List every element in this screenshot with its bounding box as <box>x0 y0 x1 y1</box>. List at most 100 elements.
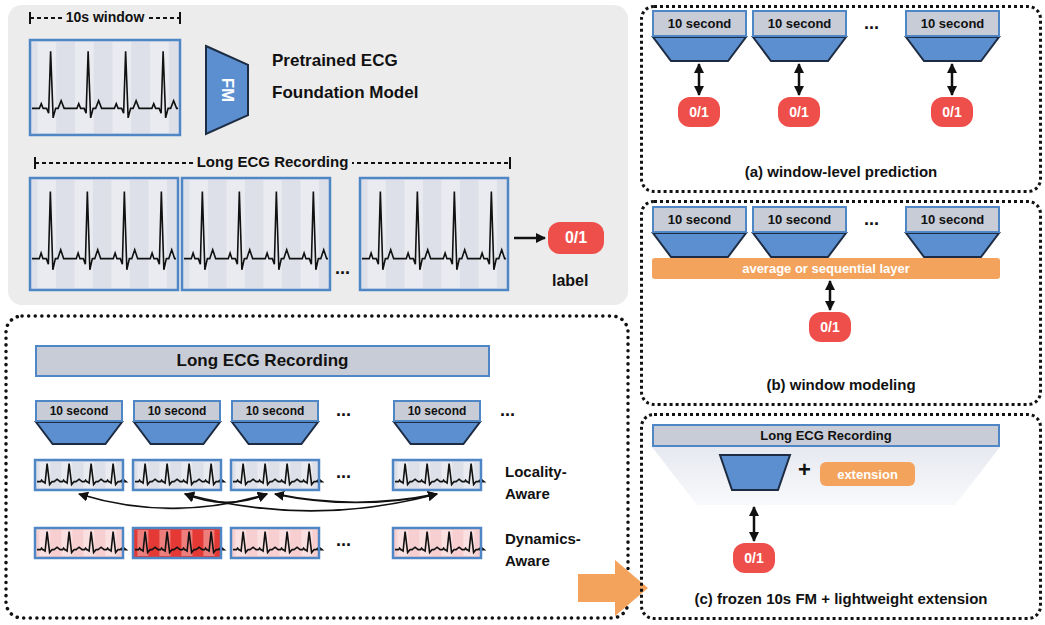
extension-box: extension <box>820 462 915 486</box>
ecg-window <box>35 528 126 558</box>
funnel-shape <box>652 447 1000 505</box>
encoder-trapezoid <box>720 455 790 490</box>
variant-panel: (b) window modeling 10 second 10 second 10 … <box>640 200 1042 406</box>
node-text: 10 second <box>768 212 832 227</box>
window-encoder: 10 second <box>905 10 1000 62</box>
dependency-arc <box>185 494 437 511</box>
double-arrow <box>951 64 954 95</box>
annotation: ... <box>335 258 350 278</box>
annotation: label <box>552 272 588 289</box>
node-text: 10 second <box>246 404 305 418</box>
label-holder: Long ECG Recording <box>35 153 510 170</box>
node-text: FM <box>217 78 237 103</box>
label-pill: 0/1 <box>778 97 820 127</box>
overview-panel <box>8 5 628 305</box>
variant-panel: (a) window-level prediction 10 second 10 s… <box>640 5 1042 193</box>
annotation: ... <box>336 462 351 482</box>
node-text: extension <box>837 467 898 482</box>
label-holder: Locality-Aware <box>505 461 595 505</box>
node-text: 0/1 <box>820 319 839 335</box>
ecg-window <box>133 460 224 490</box>
label-holder: label <box>552 272 588 290</box>
window-box: 10 second <box>393 400 481 422</box>
ecg-window <box>30 40 180 135</box>
window-box: 10 second <box>905 206 1000 233</box>
foundation-model: FM <box>205 45 249 135</box>
window-box: 10 second <box>905 10 1000 37</box>
node-text: 0/1 <box>789 104 808 120</box>
annotation: ... <box>336 400 351 420</box>
node-text: 10 second <box>50 404 109 418</box>
window-encoder: 10 second <box>652 10 747 62</box>
ecg-window <box>133 528 224 558</box>
node-text: 0/1 <box>942 104 961 120</box>
node-text: + <box>798 457 811 483</box>
window-box: 10 second <box>652 10 747 37</box>
encoder-trapezoid <box>906 233 999 257</box>
label-pill: 0/1 <box>733 543 775 573</box>
annotation: ... <box>864 13 879 33</box>
window-box: 10 second <box>652 206 747 233</box>
ecg-window <box>393 528 484 558</box>
annotation: ... <box>500 400 515 420</box>
window-encoder: 10 second <box>752 206 847 258</box>
annotation: Long ECG Recording <box>193 153 353 170</box>
node-text: Long ECG Recording <box>760 428 891 443</box>
ecg-window <box>35 460 126 490</box>
node-text: 10 second <box>148 404 207 418</box>
label-holder: ... <box>336 400 351 421</box>
window-encoder: 10 second <box>752 10 847 62</box>
node-text: (b) window modeling <box>766 376 915 393</box>
label-holder: 10s window <box>30 9 180 25</box>
arrow <box>514 237 545 240</box>
label-holder: Dynamics-Aware <box>505 528 595 572</box>
node-text: average or sequential layer <box>742 261 910 276</box>
encoder-trapezoid <box>206 46 248 134</box>
node-text: (c) frozen 10s FM + lightweight extensio… <box>695 590 988 607</box>
recording-bar: Long ECG Recording <box>652 424 1000 447</box>
ecg-window <box>393 460 484 490</box>
node-text: (a) window-level prediction <box>745 163 938 180</box>
node-text: 0/1 <box>565 229 587 247</box>
window-encoder: 10 second <box>35 400 123 445</box>
plus-holder: + <box>798 457 811 483</box>
node-text: 10 second <box>668 16 732 31</box>
window-encoder: 10 second <box>231 400 319 445</box>
label-pill: 0/1 <box>548 222 604 254</box>
encoder-trapezoid <box>753 37 846 61</box>
window-encoder: 10 second <box>652 206 747 258</box>
encoder-trapezoid <box>394 422 480 444</box>
ecg-window <box>30 178 178 290</box>
label-pill: 0/1 <box>931 97 973 127</box>
label-holder: ... <box>335 258 350 279</box>
double-arrow <box>829 281 832 310</box>
label-holder: ... <box>336 462 351 483</box>
ecg-window <box>182 178 330 290</box>
double-arrow <box>798 64 801 95</box>
dependency-arc <box>275 494 437 502</box>
annotation: Dynamics-Aware <box>505 530 581 569</box>
label-pill: 0/1 <box>809 312 851 342</box>
label-holder: Pretrained ECG Foundation Model <box>272 45 462 109</box>
window-box: 10 second <box>231 400 319 422</box>
window-box: 10 second <box>752 10 847 37</box>
encoder-trapezoid <box>653 233 746 257</box>
label-holder: ... <box>864 209 879 230</box>
annotation: Pretrained ECG Foundation Model <box>272 51 418 102</box>
annotation: ... <box>864 209 879 229</box>
caption-holder: (a) window-level prediction <box>643 163 1039 181</box>
dependency-arc <box>79 494 267 508</box>
node-text: 10 second <box>668 212 732 227</box>
node-text: 10 second <box>921 16 985 31</box>
caption-holder: (b) window modeling <box>643 376 1039 394</box>
node-text: 10 second <box>921 212 985 227</box>
node-text: 10 second <box>768 16 832 31</box>
caption-holder: (c) frozen 10s FM + lightweight extensio… <box>643 590 1039 608</box>
label-pill: 0/1 <box>678 97 720 127</box>
extension-block: + extension <box>652 447 1000 505</box>
ecg-window <box>231 528 322 558</box>
ecg-window <box>231 460 322 490</box>
method-panel <box>6 316 628 618</box>
aggregation-layer: average or sequential layer <box>652 258 1000 279</box>
encoder-trapezoid <box>232 422 318 444</box>
